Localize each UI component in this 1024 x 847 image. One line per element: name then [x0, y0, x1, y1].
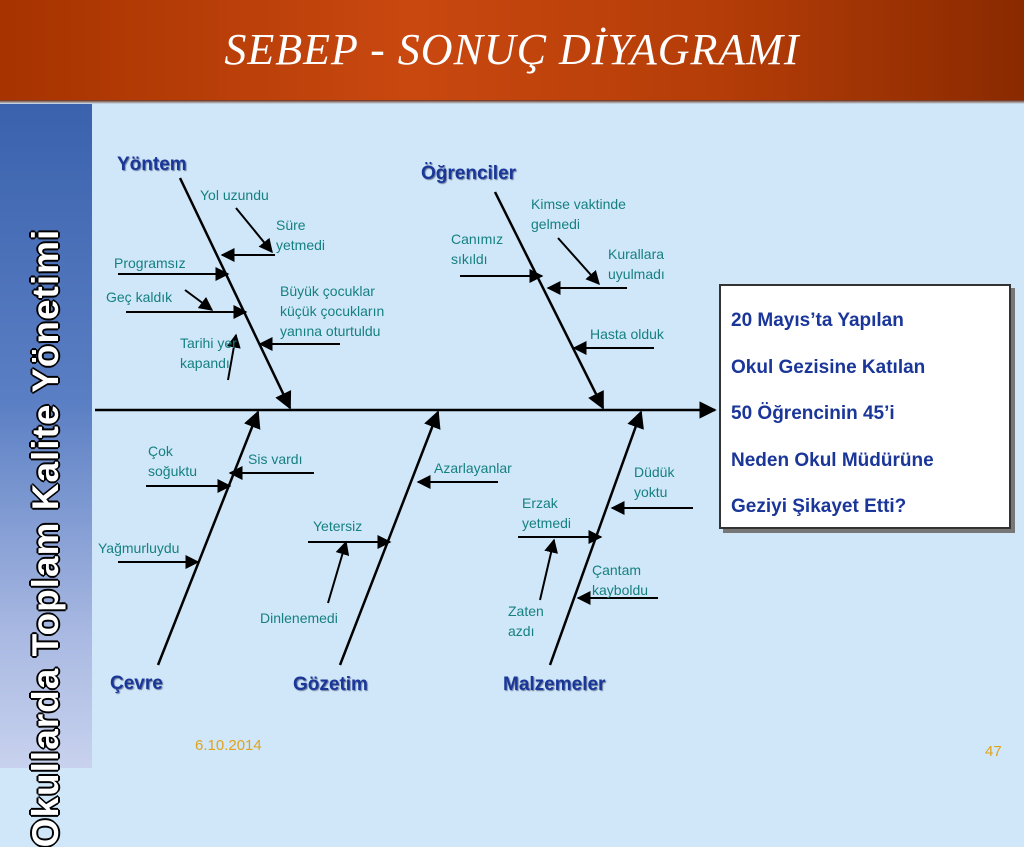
cause-sure-yetmedi: Süre yetmedi	[276, 217, 326, 253]
cause-erzak-yetmedi: Erzak yetmedi	[522, 495, 572, 531]
cause-programsiz: Programsız	[114, 255, 186, 271]
bone-gozetim	[338, 410, 441, 666]
slide-number: 47	[985, 743, 1002, 760]
title-bar	[0, 0, 1024, 100]
title-bar-shadow	[0, 100, 1024, 104]
cause-duduk-yoktu: Düdük yoktu	[634, 464, 675, 500]
arrow-tarihi-yer	[226, 333, 241, 381]
cause-gec-kaldik: Geç kaldık	[106, 289, 173, 305]
category-ogrenciler: Öğrenciler	[421, 163, 517, 184]
arrow-dinlenemedi	[327, 540, 350, 604]
arrow-gec-kaldik-sub	[184, 289, 214, 311]
category-malzemeler: Malzemeler	[503, 674, 606, 695]
bone-yontem	[178, 177, 292, 410]
cause-dinlenemedi: Dinlenemedi	[260, 610, 338, 626]
cause-cok-soguktu: Çok soğuktu	[148, 443, 198, 479]
category-yontem: Yöntem	[117, 154, 187, 175]
cause-zaten-azdi: Zaten azdı	[508, 603, 544, 639]
cause-azarlayanlar: Azarlayanlar	[434, 460, 512, 476]
slide-date: 6.10.2014	[195, 737, 262, 754]
cause-tarihi-yer: Tarihi yer kapandı	[180, 335, 237, 371]
cause-yetersiz: Yetersiz	[313, 518, 363, 534]
arrow-sure-yetmedi	[235, 207, 273, 254]
bone-cevre	[156, 410, 261, 666]
effect-statement: 20 Mayıs’ta Yapılan Okul Gezisine Katıla…	[731, 310, 934, 517]
arrow-kimse-vaktinde	[557, 237, 600, 286]
effect-box: 20 Mayıs’ta Yapılan Okul Gezisine Katıla…	[719, 284, 1011, 529]
cause-yol-uzundu: Yol uzundu	[200, 187, 269, 203]
bone-ogrenciler	[493, 191, 605, 410]
fishbone-diagram	[95, 177, 717, 666]
cause-hasta-olduk: Hasta olduk	[590, 326, 664, 342]
bone-malzemeler	[548, 410, 644, 666]
cause-kurallara-uyulmadi: Kurallara uyulmadı	[608, 246, 665, 282]
cause-kimse-vaktinde: Kimse vaktinde gelmedi	[531, 196, 626, 232]
cause-buyuk-cocuklar: Büyük çocuklar küçük çocukların yanına o…	[280, 283, 385, 339]
cause-cantam-kayboldu: Çantam kayboldu	[592, 562, 649, 598]
slide-title: SEBEP - SONUÇ DİYAGRAMI	[224, 25, 800, 74]
category-cevre: Çevre	[110, 673, 163, 694]
sidebar: Okullarda Toplam Kalite Yönetimi	[0, 104, 92, 847]
cause-yagmurluydu: Yağmurluydu	[98, 540, 180, 556]
arrow-zaten-azdi	[539, 538, 558, 601]
cause-sis-vardi: Sis vardı	[248, 451, 303, 467]
category-gozetim: Gözetim	[293, 674, 368, 695]
cause-canimiz-sikildi: Canımız sıkıldı	[451, 231, 504, 267]
